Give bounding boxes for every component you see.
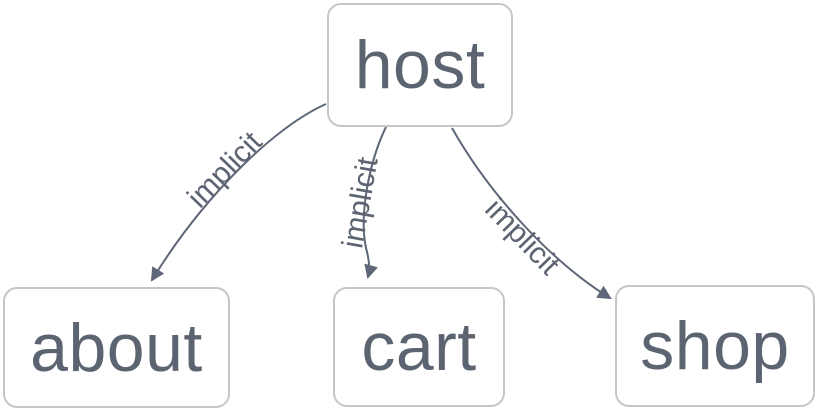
- edge-label-host-cart: implicit: [336, 154, 385, 251]
- node-host-label: host: [354, 27, 486, 103]
- edge-host-cart: [362, 126, 387, 280]
- edge-host-shop: [451, 127, 612, 300]
- node-cart: cart: [333, 287, 505, 407]
- node-shop: shop: [615, 285, 815, 407]
- node-cart-label: cart: [361, 309, 477, 385]
- edge-label-host-shop: implicit: [478, 192, 566, 281]
- node-about-label: about: [30, 309, 203, 386]
- node-shop-label: shop: [640, 308, 790, 384]
- edge-label-host-about: implicit: [181, 125, 269, 214]
- node-about: about: [3, 287, 230, 408]
- node-host: host: [327, 3, 513, 127]
- edge-host-about: [150, 103, 327, 282]
